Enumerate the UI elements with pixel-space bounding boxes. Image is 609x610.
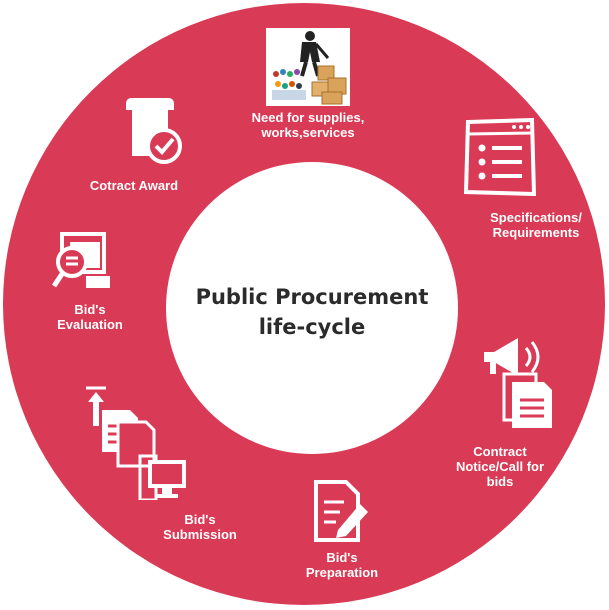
stage-label-line: Bid's	[74, 302, 106, 317]
checklist-browser-icon	[462, 117, 538, 197]
stage-label-line: Need for supplies,	[251, 110, 365, 125]
megaphone-documents-icon	[480, 330, 560, 430]
stage-label-bid-evaluation: Bid's Evaluation	[40, 302, 140, 332]
stage-label-line: Bid's	[326, 550, 358, 565]
certificate-check-icon	[118, 96, 186, 168]
stage-label-line: Requirements	[492, 225, 580, 240]
upload-documents-computer-icon	[84, 382, 188, 502]
inner-circle	[166, 162, 458, 454]
stage-label-line: works,services	[261, 125, 355, 140]
center-title-line-1: Public Procurement	[195, 285, 429, 309]
stage-label-line: Bid's	[184, 512, 216, 527]
stage-label-bid-submission: Bid's Submission	[140, 512, 260, 542]
stage-label-line: Cotract Award	[89, 178, 179, 193]
center-title: Public Procurement life-cycle	[154, 282, 470, 342]
magnifier-document-icon	[51, 232, 114, 296]
stage-label-line: Notice/Call for	[455, 459, 545, 474]
stage-label-line: Submission	[163, 527, 237, 542]
worker-with-boxes-icon	[266, 28, 350, 106]
stage-label-specifications: Specifications/ Requirements	[466, 210, 606, 240]
stage-label-line: Preparation	[305, 565, 379, 580]
stage-label-line: bids	[486, 474, 514, 489]
stage-label-need: Need for supplies, works,services	[230, 110, 386, 140]
stage-label-contract-award: Cotract Award	[64, 178, 204, 193]
stage-label-line: Evaluation	[57, 317, 123, 332]
stage-label-contract-notice: Contract Notice/Call for bids	[430, 444, 570, 489]
center-title-line-2: life-cycle	[258, 315, 366, 339]
document-pen-icon	[310, 478, 370, 544]
stage-label-line: Contract	[473, 444, 527, 459]
stage-label-bid-preparation: Bid's Preparation	[282, 550, 402, 580]
stage-label-line: Specifications/	[490, 210, 582, 225]
